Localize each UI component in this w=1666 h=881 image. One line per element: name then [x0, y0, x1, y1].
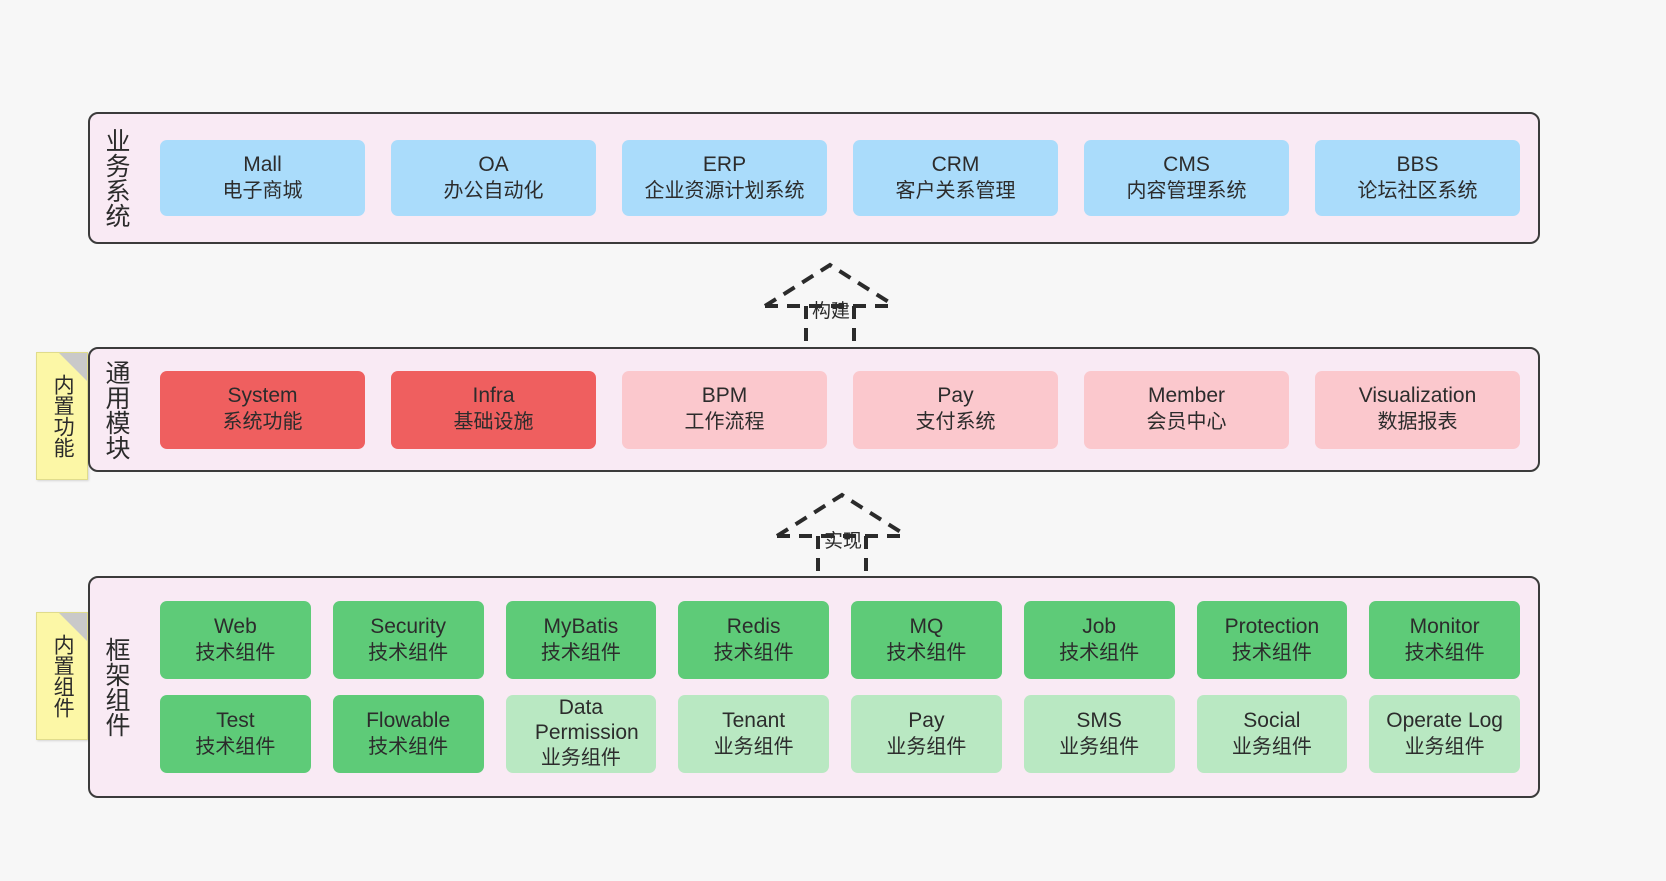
node-mq[interactable]: MQ 技术组件: [851, 601, 1002, 679]
layer-body-business-systems: Mall 电子商城 OA 办公自动化 ERP 企业资源计划系统 CRM 客户关系…: [142, 114, 1538, 242]
layer-body-framework-components: Web 技术组件 Security 技术组件 MyBatis 技术组件 Redi…: [142, 578, 1538, 796]
layer-business-systems: 业务系统 Mall 电子商城 OA 办公自动化 ERP 企业资源计划系统 CRM…: [88, 112, 1540, 244]
node-security[interactable]: Security 技术组件: [332, 601, 484, 679]
layer-common-modules: 通用模块 System 系统功能 Infra 基础设施 BPM 工作流程 Pay…: [88, 347, 1540, 472]
node-member[interactable]: Member 会员中心: [1084, 370, 1289, 449]
sticky-fold-icon: [59, 353, 87, 381]
node-cms[interactable]: CMS 内容管理系统: [1084, 140, 1289, 216]
node-operate-log[interactable]: Operate Log 业务组件: [1369, 695, 1520, 773]
node-visualization[interactable]: Visualization 数据报表: [1315, 370, 1520, 449]
node-sms[interactable]: SMS 业务组件: [1023, 695, 1175, 773]
node-bbs[interactable]: BBS 论坛社区系统: [1315, 140, 1520, 216]
node-test[interactable]: Test 技术组件: [160, 695, 311, 773]
layer-row: Test 技术组件 Flowable 技术组件 Data Permission …: [160, 695, 1520, 773]
node-erp[interactable]: ERP 企业资源计划系统: [622, 140, 827, 216]
node-infra[interactable]: Infra 基础设施: [391, 370, 596, 449]
node-protection[interactable]: Protection 技术组件: [1196, 601, 1348, 679]
layer-title-common-modules: 通用模块: [102, 359, 130, 460]
connector-realize: 实现: [772, 490, 922, 575]
layer-row: Web 技术组件 Security 技术组件 MyBatis 技术组件 Redi…: [160, 601, 1520, 679]
layer-row: System 系统功能 Infra 基础设施 BPM 工作流程 Pay 支付系统…: [160, 370, 1520, 449]
node-bpm[interactable]: BPM 工作流程: [622, 370, 827, 449]
layer-title-business-systems: 业务系统: [102, 128, 130, 228]
sticky-note-builtin-components: 内置组件: [36, 612, 88, 740]
node-mybatis[interactable]: MyBatis 技术组件: [505, 601, 657, 679]
build-arrow-icon: [763, 262, 897, 345]
node-system[interactable]: System 系统功能: [160, 370, 365, 449]
layer-body-common-modules: System 系统功能 Infra 基础设施 BPM 工作流程 Pay 支付系统…: [142, 349, 1538, 470]
node-job[interactable]: Job 技术组件: [1023, 601, 1175, 679]
node-tenant[interactable]: Tenant 业务组件: [678, 695, 829, 773]
node-redis[interactable]: Redis 技术组件: [678, 601, 829, 679]
node-monitor[interactable]: Monitor 技术组件: [1369, 601, 1520, 679]
node-pay-component[interactable]: Pay 业务组件: [851, 695, 1002, 773]
layer-title-framework-components: 框架组件: [102, 637, 130, 737]
node-web[interactable]: Web 技术组件: [160, 601, 311, 679]
node-flowable[interactable]: Flowable 技术组件: [332, 695, 484, 773]
sticky-note-builtin-features-label: 内置功能: [51, 374, 75, 458]
layer-framework-components: 框架组件 Web 技术组件 Security 技术组件 MyBatis 技术组件…: [88, 576, 1540, 798]
realize-arrow-icon: [775, 492, 909, 575]
sticky-note-builtin-components-label: 内置组件: [51, 634, 75, 718]
connector-build: 构建: [760, 260, 910, 345]
node-data-permission[interactable]: Data Permission 业务组件: [505, 695, 657, 773]
connector-build-label: 构建: [812, 301, 851, 322]
node-pay-module[interactable]: Pay 支付系统: [853, 370, 1058, 449]
node-crm[interactable]: CRM 客户关系管理: [853, 140, 1058, 216]
node-mall[interactable]: Mall 电子商城: [160, 140, 365, 216]
node-social[interactable]: Social 业务组件: [1196, 695, 1348, 773]
connector-realize-label: 实现: [824, 531, 863, 552]
layer-row: Mall 电子商城 OA 办公自动化 ERP 企业资源计划系统 CRM 客户关系…: [160, 140, 1520, 216]
sticky-fold-icon: [59, 613, 87, 641]
sticky-note-builtin-features: 内置功能: [36, 352, 88, 480]
node-oa[interactable]: OA 办公自动化: [391, 140, 596, 216]
